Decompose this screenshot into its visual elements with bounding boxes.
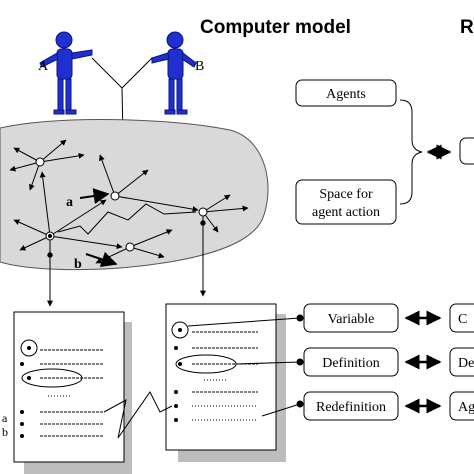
arc-label-b: b — [74, 257, 82, 272]
redefinition-box: Redefinition — [303, 391, 399, 421]
right-fragment-row1: C — [458, 312, 467, 327]
document-right — [165, 303, 286, 462]
space-box: Space for agent action — [295, 179, 397, 225]
diagram-title: Computer model — [200, 17, 351, 38]
right-fragment-boxes: C De Ag — [449, 303, 474, 421]
agent-a-figure — [39, 31, 93, 115]
right-fragment-row3: Ag — [458, 400, 474, 415]
curly-brace — [399, 99, 423, 205]
redefinition-box-label: Redefinition — [316, 400, 386, 415]
connector-dots — [296, 314, 304, 408]
document-connectors — [103, 317, 301, 439]
variable-box-label: Variable — [328, 312, 375, 327]
definition-box: Definition — [303, 347, 399, 377]
definition-box-label: Definition — [322, 356, 380, 371]
document-left-side-label-a: a — [2, 411, 8, 425]
double-arrows-rows — [404, 310, 442, 414]
space-box-line1: Space for — [319, 187, 373, 202]
title-fragment-right: R — [460, 17, 474, 38]
document-left: a b — [2, 311, 132, 474]
space-network — [9, 139, 249, 268]
agent-a-label: A — [38, 59, 49, 74]
agents-box-label: Agents — [326, 87, 366, 102]
arc-label-a: a — [66, 195, 73, 210]
space-box-line2: agent action — [312, 205, 380, 220]
agents-box: Agents — [295, 79, 397, 107]
agent-b-label: B — [195, 59, 204, 74]
document-left-side-label-b: b — [2, 425, 8, 439]
space-nodes — [35, 157, 208, 252]
agent-b-figure — [151, 31, 197, 115]
variable-box: Variable — [303, 303, 399, 333]
space-to-document-lines — [47, 216, 206, 307]
right-fragment-row2: De — [458, 356, 474, 371]
agent-action-space — [0, 119, 269, 271]
right-box-top-fragment — [459, 137, 474, 165]
